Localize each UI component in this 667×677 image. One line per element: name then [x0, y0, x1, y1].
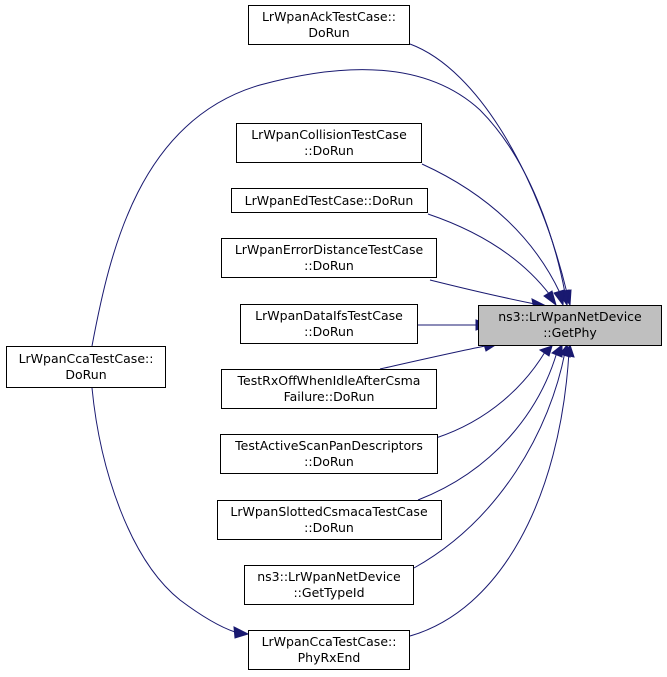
node-target[interactable]: ns3::LrWpanNetDevice ::GetPhy [478, 305, 662, 346]
node-collision-line1: LrWpanCollisionTestCase [251, 127, 407, 142]
edge-ed-to-getphy [427, 213, 551, 296]
node-dataifs-line1: LrWpanDataIfsTestCase [255, 308, 403, 323]
node-phyrxend[interactable]: LrWpanCcaTestCase:: PhyRxEnd [248, 630, 410, 670]
node-ack-line1: LrWpanAckTestCase:: [262, 9, 396, 24]
arrowhead-collision [553, 289, 565, 307]
node-gettypeid[interactable]: ns3::LrWpanNetDevice ::GetTypeId [244, 565, 414, 605]
node-ccadorun-line1: LrWpanCcaTestCase:: [19, 351, 154, 366]
edge-gettypeid-to-getphy [413, 351, 566, 569]
node-dataifs[interactable]: LrWpanDataIfsTestCase ::DoRun [240, 304, 418, 344]
node-rxoff[interactable]: TestRxOffWhenIdleAfterCsma Failure::DoRu… [221, 369, 437, 409]
node-activescan-line2: ::DoRun [304, 454, 354, 469]
edge-activescan-to-getphy [435, 351, 546, 439]
node-errordistance[interactable]: LrWpanErrorDistanceTestCase ::DoRun [221, 238, 437, 278]
node-ack-line2: DoRun [308, 25, 349, 40]
node-gettypeid-line2: ::GetTypeId [293, 585, 364, 600]
node-phyrxend-line2: PhyRxEnd [298, 650, 361, 665]
node-slotted[interactable]: LrWpanSlottedCsmacaTestCase ::DoRun [217, 500, 442, 540]
edge-collision-to-getphy [421, 163, 561, 294]
node-rxoff-line1: TestRxOffWhenIdleAfterCsma [237, 373, 421, 388]
arrowhead-slotted [551, 343, 563, 358]
node-collision[interactable]: LrWpanCollisionTestCase ::DoRun [236, 123, 422, 163]
edge-ccadorun-to-phyrxend [91, 387, 236, 633]
edge-errordistance-to-getphy [429, 279, 536, 305]
node-ed[interactable]: LrWpanEdTestCase::DoRun [231, 188, 428, 213]
node-ccadorun[interactable]: LrWpanCcaTestCase:: DoRun [6, 346, 166, 388]
edge-phyrxend-to-getphy [409, 351, 570, 637]
edge-ccadorun-to-getphy [91, 69, 566, 347]
node-gettypeid-line1: ns3::LrWpanNetDevice [257, 569, 401, 584]
arrowhead-ed [543, 290, 557, 307]
node-slotted-line1: LrWpanSlottedCsmacaTestCase [230, 504, 428, 519]
node-collision-line2: ::DoRun [304, 143, 354, 158]
arrowhead-phyrxend [563, 343, 575, 358]
node-phyrxend-line1: LrWpanCcaTestCase:: [262, 634, 397, 649]
edge-slotted-to-getphy [417, 351, 558, 501]
node-dataifs-line2: ::DoRun [304, 324, 354, 339]
node-ed-line1: LrWpanEdTestCase::DoRun [245, 193, 414, 208]
node-ack[interactable]: LrWpanAckTestCase:: DoRun [248, 5, 410, 45]
node-errordistance-line2: ::DoRun [304, 258, 354, 273]
edges [91, 43, 570, 637]
edge-rxoff-to-getphy [379, 345, 486, 370]
node-activescan[interactable]: TestActiveScanPanDescriptors ::DoRun [220, 434, 438, 474]
node-activescan-line1: TestActiveScanPanDescriptors [234, 438, 423, 453]
node-target-line2: ::GetPhy [543, 325, 597, 340]
node-slotted-line2: ::DoRun [304, 520, 354, 535]
node-rxoff-line2: Failure::DoRun [284, 389, 375, 404]
arrowhead-phyrxend-in [233, 626, 250, 639]
node-target-line1: ns3::LrWpanNetDevice [498, 309, 642, 324]
node-ccadorun-line2: DoRun [65, 367, 106, 382]
arrowhead-activescan [538, 345, 553, 357]
node-errordistance-line1: LrWpanErrorDistanceTestCase [235, 242, 424, 257]
